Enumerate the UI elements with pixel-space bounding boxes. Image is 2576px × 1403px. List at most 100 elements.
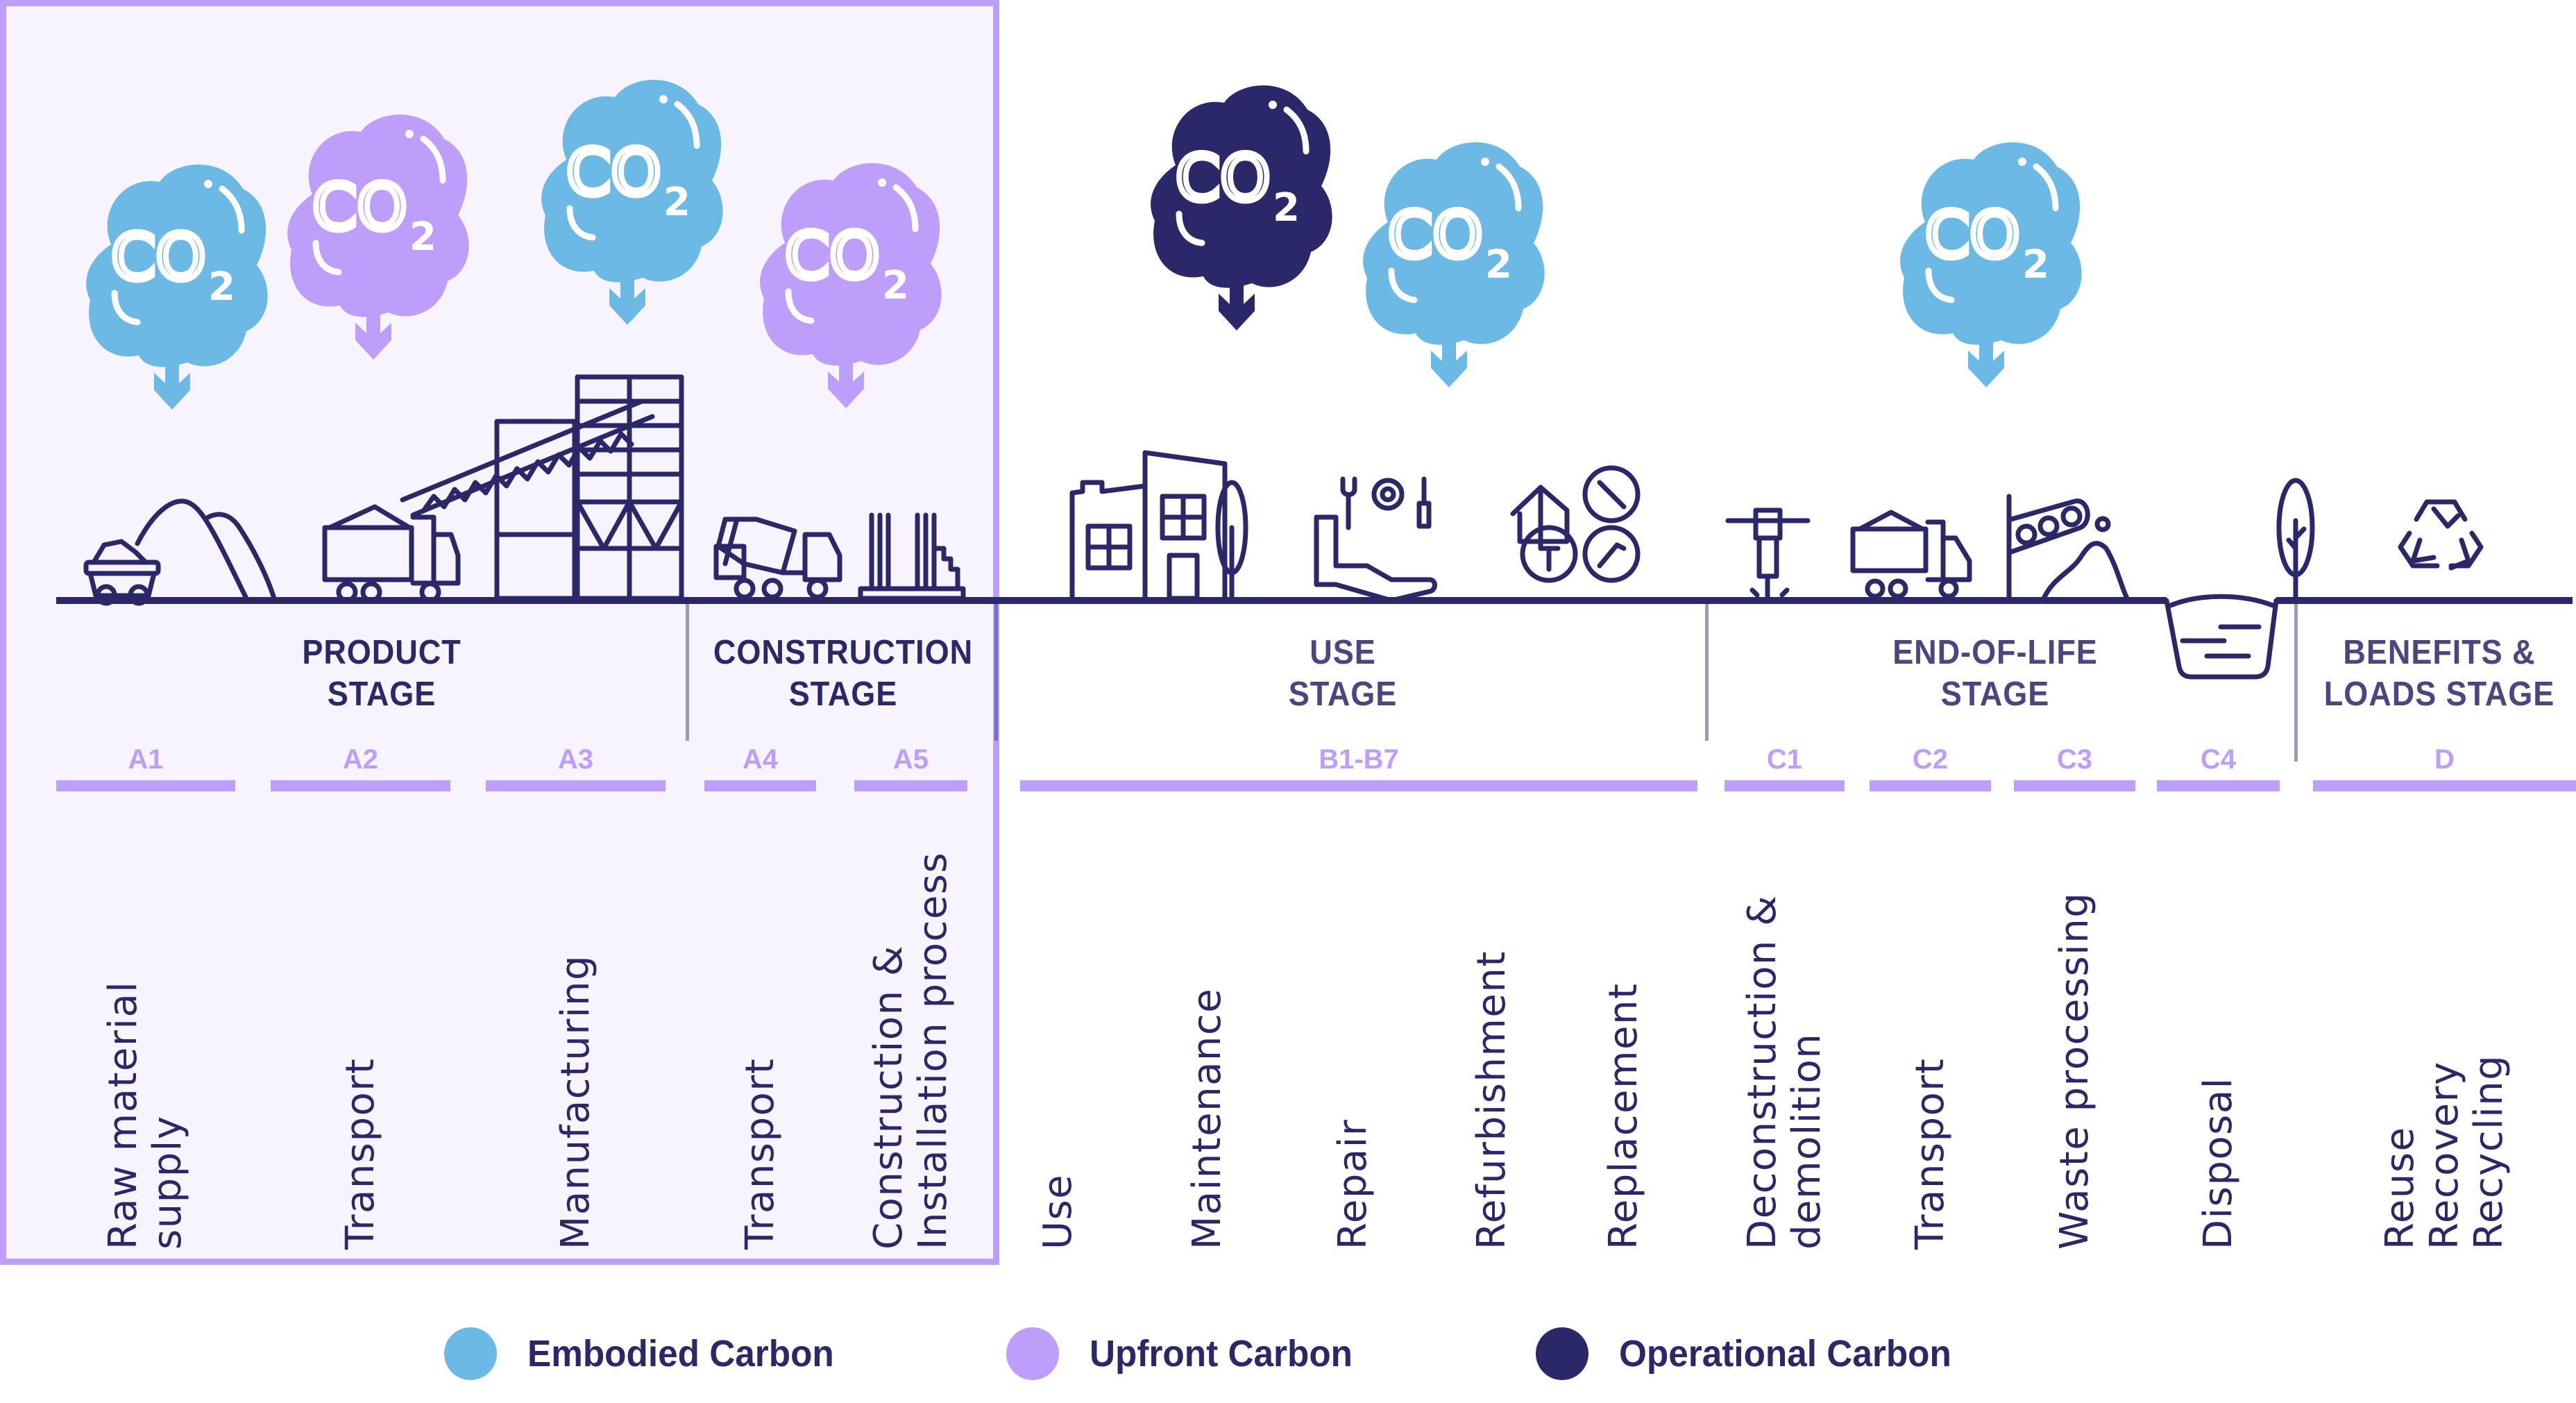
legend-dot-icon [1006, 1327, 1059, 1380]
module-code: C1 [1766, 744, 1803, 775]
module-label: Repair [1330, 1118, 1375, 1250]
co2-text: CO [111, 220, 206, 294]
tools-hand-icon [1314, 476, 1437, 603]
legend-label: Embodied Carbon [527, 1333, 834, 1375]
down-arrow-icon [1968, 337, 2004, 387]
module-label-column: Raw material supply [56, 805, 235, 1250]
stage-title-line: STAGE [788, 675, 898, 713]
module-label: Disposal [2195, 1077, 2241, 1250]
stage-title-line: END-OF-LIFE [1892, 634, 2098, 671]
co2-subscript: 2 [663, 180, 690, 225]
module-label-column: Disposal [2157, 805, 2280, 1250]
module-label: Refurbishment [1469, 950, 1514, 1250]
waste-crusher-icon [2006, 494, 2130, 601]
module-label: Deconstruction & demolition [1739, 894, 1829, 1250]
module-label-column: Deconstruction & demolition [1725, 805, 1845, 1250]
stage-title-line: STAGE [1940, 675, 2050, 713]
module-underline [271, 780, 450, 791]
module-label-column: Replacement [1554, 805, 1693, 1250]
stage-end-of-life: END-OF-LIFE STAGE [1839, 632, 2152, 715]
stage-divider [1705, 604, 1709, 741]
cloud-highlight [1388, 163, 1522, 303]
stage-divider [2294, 604, 2298, 762]
material-pile-icon [135, 498, 277, 601]
module-code: C2 [1912, 744, 1949, 775]
stage-benefits-loads: BENEFITS & LOADS STAGE [2314, 632, 2565, 715]
stage-construction: CONSTRUCTION STAGE [700, 632, 987, 715]
cloud-highlight [785, 184, 919, 324]
module-code: A3 [557, 744, 594, 775]
down-arrow-icon [355, 309, 391, 360]
module-label-column: Use [1020, 805, 1096, 1250]
cloud-highlight [111, 185, 245, 326]
co2-text: CO [312, 170, 407, 244]
module-underline [2313, 780, 2576, 791]
legend-item-operational: Operational Carbon [1536, 1326, 1969, 1381]
down-arrow-icon [1431, 337, 1467, 387]
co2-subscript: 2 [1485, 242, 1512, 287]
co2-subscript: 2 [882, 263, 909, 308]
co2-text: CO [1176, 141, 1271, 215]
down-arrow-icon [1219, 280, 1255, 330]
module-underline [1020, 780, 1697, 791]
module-underline [854, 780, 967, 791]
down-arrow-icon [609, 274, 645, 325]
stage-title-line: USE [1310, 634, 1376, 671]
house-refurbish-icon [1510, 465, 1641, 583]
module-label-column: Transport [271, 805, 450, 1250]
conveyor-icon [400, 398, 655, 518]
stage-divider [686, 604, 689, 741]
module-underline [56, 780, 235, 791]
module-underline [486, 780, 666, 791]
module-code: B1-B7 [1319, 744, 1399, 775]
legend-label: Upfront Carbon [1090, 1333, 1353, 1375]
module-label-column: Reuse Recovery Recycling [2313, 805, 2576, 1250]
mine-cart-icon [83, 539, 161, 606]
module-label: Transport [337, 1057, 383, 1250]
co2-text: CO [1925, 198, 2020, 272]
co2-subscript: 2 [2022, 242, 2049, 287]
co2-text: CO [1388, 198, 1483, 272]
module-label-column: Transport [1870, 805, 1991, 1250]
module-code: A1 [128, 744, 164, 775]
stage-title-line: STAGE [327, 675, 437, 713]
module-label-column: Maintenance [1138, 805, 1277, 1250]
co2-subscript: 2 [1273, 185, 1300, 230]
concrete-mixer-icon [713, 516, 842, 600]
factory-silo-icon [494, 374, 684, 601]
module-code: A4 [742, 744, 779, 775]
module-label: Reuse Recovery Recycling [2377, 1054, 2511, 1250]
module-label-column: Waste processing [2014, 805, 2135, 1250]
module-underline [2014, 780, 2135, 791]
module-label: Use [1035, 1173, 1081, 1250]
stage-product: PRODUCT STAGE [222, 632, 541, 715]
stage-title-line: CONSTRUCTION [713, 634, 974, 671]
module-label: Transport [1907, 1057, 1953, 1250]
co2-subscript: 2 [208, 264, 235, 310]
module-code: C3 [2056, 744, 2093, 775]
co2-text: CO [566, 135, 661, 210]
down-arrow-icon [154, 359, 190, 410]
module-underline [2157, 780, 2280, 791]
stage-title-line: STAGE [1288, 675, 1398, 713]
module-label-column: Manufacturing [486, 805, 666, 1250]
module-label: Raw material supply [101, 980, 190, 1250]
module-label: Waste processing [2051, 891, 2097, 1250]
cloud-highlight [1925, 163, 2059, 303]
stage-divider [994, 604, 998, 741]
dump-truck-icon [322, 504, 461, 603]
stage-title-line: BENEFITS & [2343, 634, 2536, 671]
module-code: C4 [2200, 744, 2237, 775]
module-label-column: Refurbishment [1416, 805, 1568, 1250]
module-label-column: Repair [1291, 805, 1416, 1250]
module-underline [1870, 780, 1991, 791]
dump-truck-icon [1850, 510, 1972, 599]
